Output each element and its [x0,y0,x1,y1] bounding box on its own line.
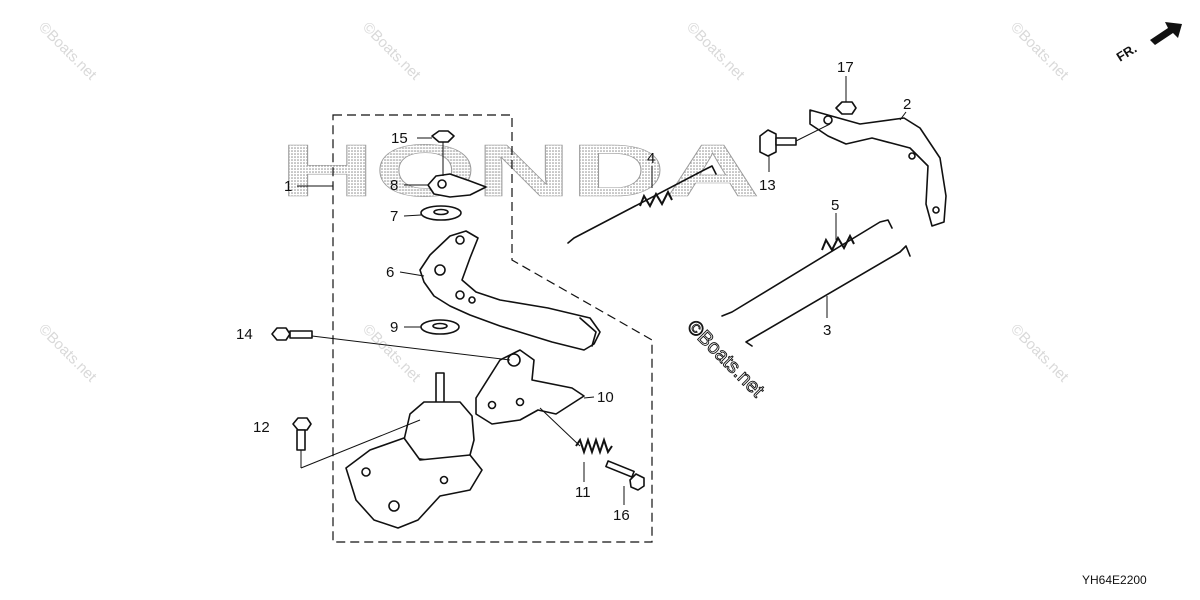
callout-labels: 1 2 3 4 5 6 7 8 9 10 11 12 13 14 15 16 1… [236,59,911,524]
watermark-1: ©Boats.net [35,19,100,84]
front-label: FR. [1114,41,1140,65]
watermark-main: ©Boats.net [682,316,768,402]
callout-5: 5 [831,197,839,214]
brand-watermark: HONDA [280,129,760,212]
part-17-nut [835,101,857,115]
watermark-3: ©Boats.net [683,19,748,84]
reference-code: YH64E2200 [1082,573,1147,587]
callout-14: 14 [236,326,253,343]
part-14-bolt [271,327,313,341]
callout-12: 12 [253,419,270,436]
part-2-lever [809,109,947,227]
callout-11: 11 [575,484,591,501]
part-16-screw [605,460,645,491]
watermark-7: ©Boats.net [1007,321,1072,386]
part-10-bracket [475,349,585,425]
callout-16: 16 [613,507,630,524]
part-12-bolt [292,417,312,468]
watermark-4: ©Boats.net [1007,19,1072,84]
callout-6: 6 [386,264,394,281]
base-plate [345,372,483,529]
callout-15: 15 [391,130,408,147]
callout-17: 17 [837,59,854,76]
callout-9: 9 [390,319,398,336]
callout-8: 8 [390,177,398,194]
callout-3: 3 [823,322,831,339]
part-3-rod [745,245,911,347]
part-4-rod [567,165,717,244]
callout-1: 1 [284,178,292,195]
front-arrow-icon [1150,22,1182,45]
part-15-nut [431,130,455,176]
callout-2: 2 [903,96,911,113]
callout-7: 7 [390,208,398,225]
part-13-bolt [759,129,797,157]
part-7-washer [420,205,462,221]
part-6-lever [419,230,601,351]
callout-4: 4 [647,150,655,167]
callout-13: 13 [759,177,776,194]
part-9-washer [420,319,460,335]
watermark-5: ©Boats.net [35,321,100,386]
part-11-spring [575,436,613,456]
callout-10: 10 [597,389,614,406]
leader-lines [297,76,907,505]
watermark-2: ©Boats.net [359,19,424,84]
part-5-rod [721,219,893,317]
front-direction-indicator: FR. [1114,22,1182,65]
